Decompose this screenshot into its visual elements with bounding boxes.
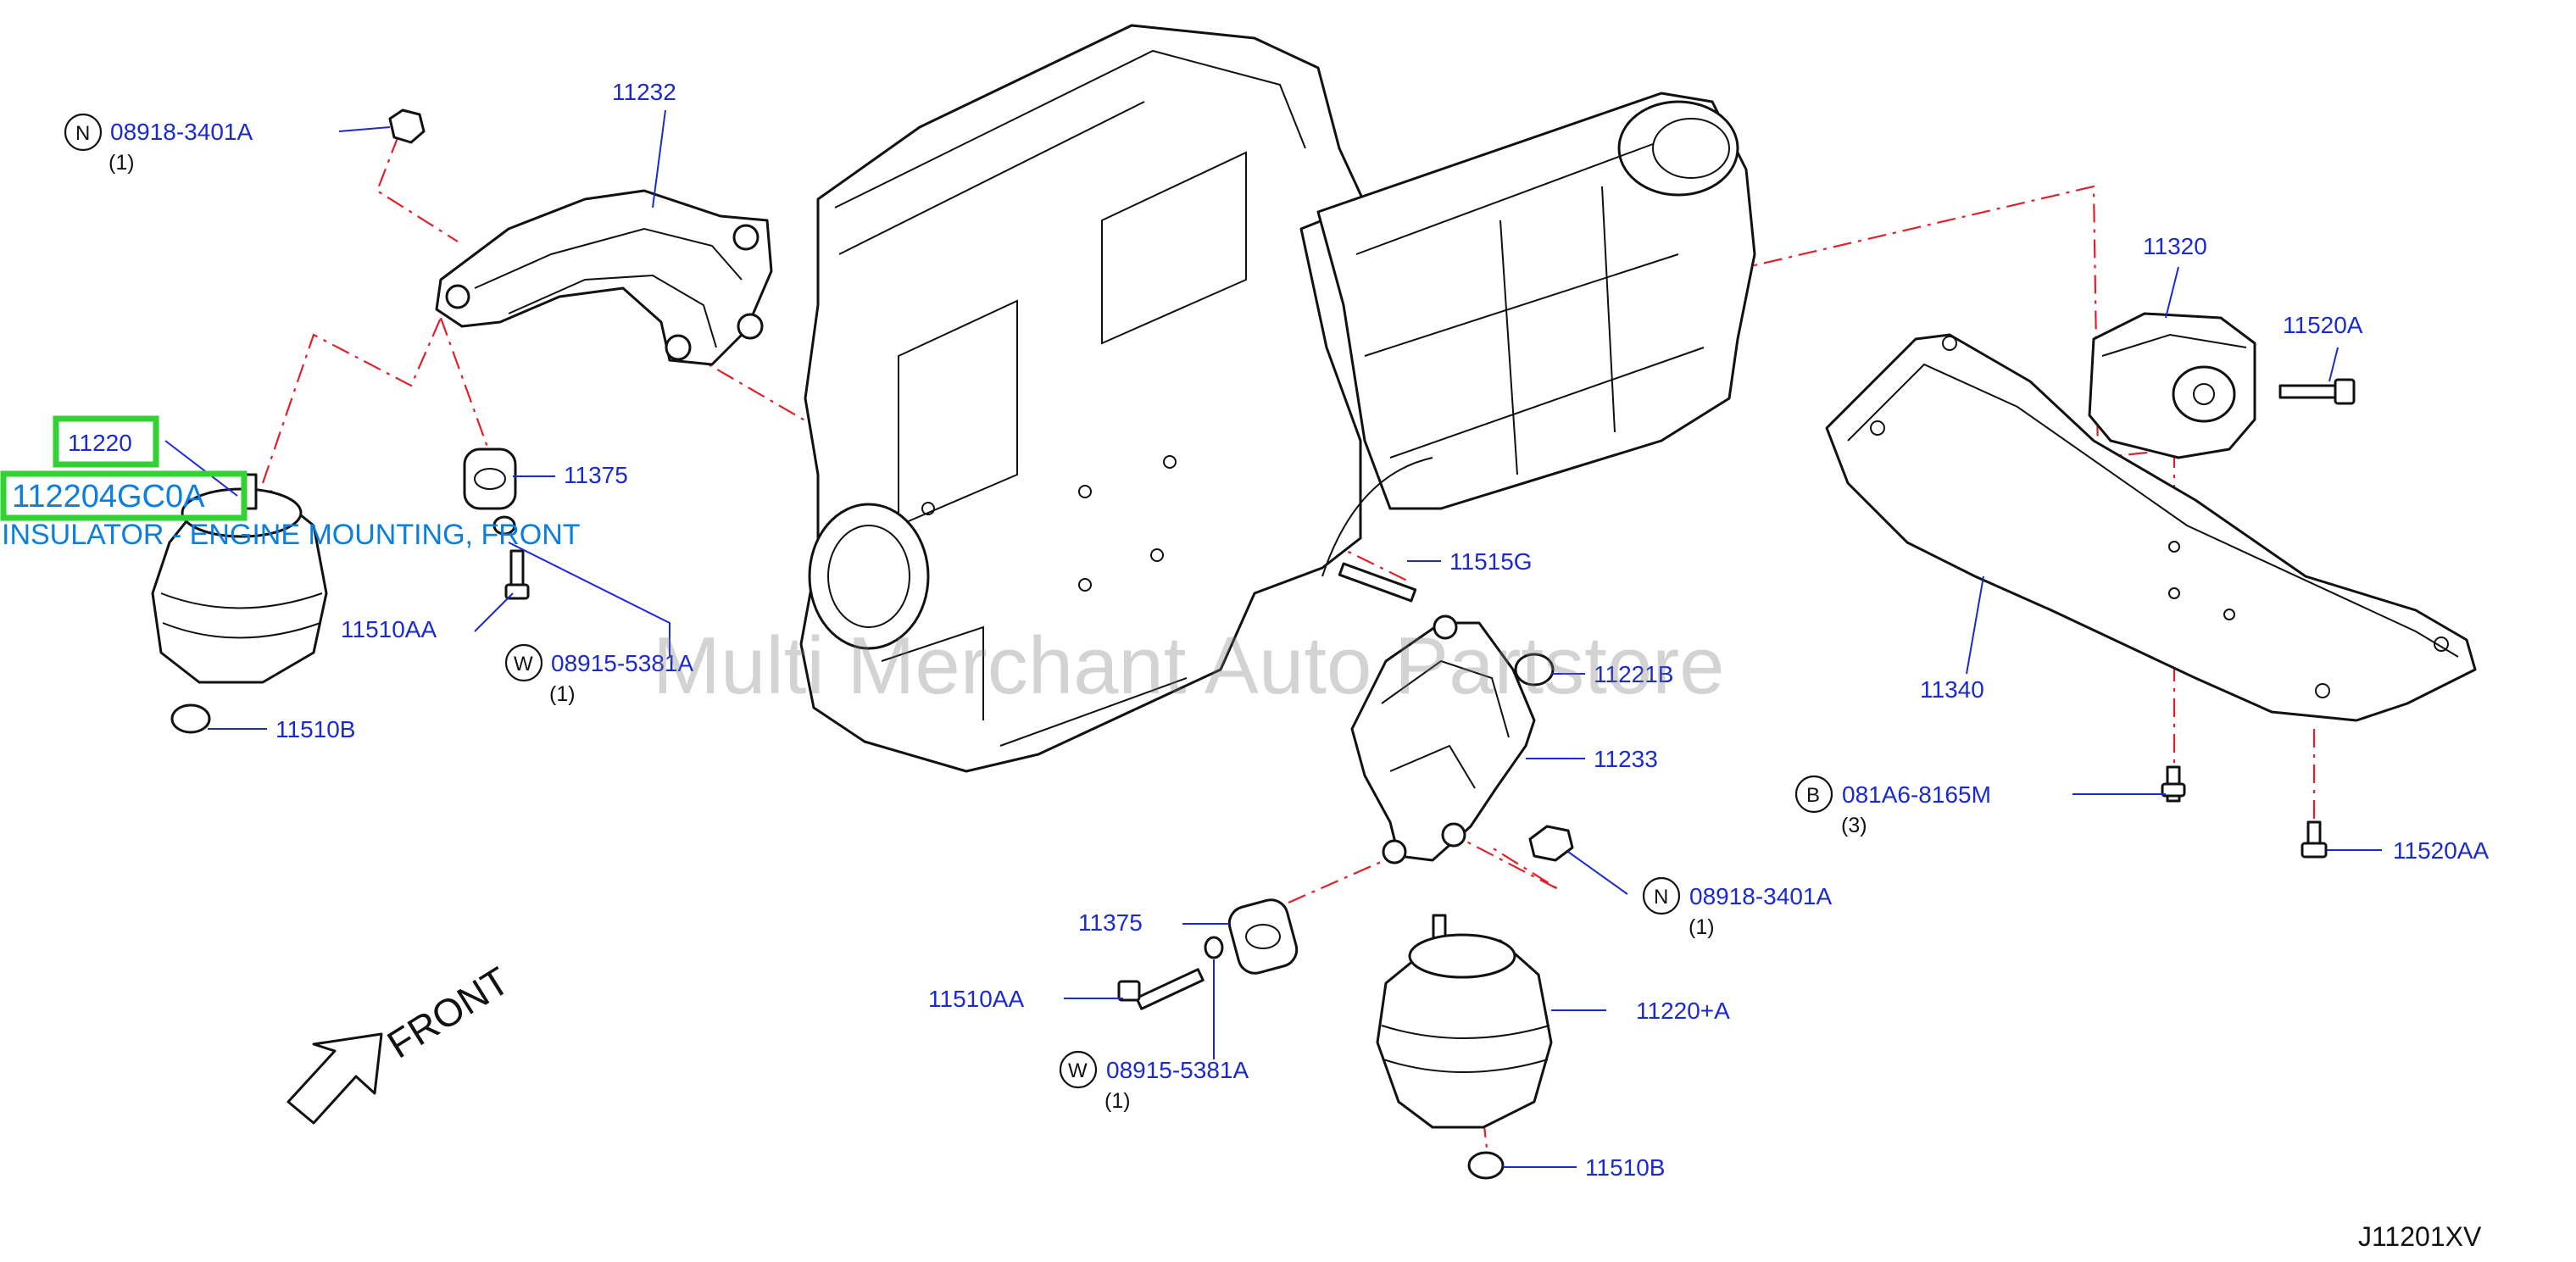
svg-text:W: W <box>1068 1059 1088 1082</box>
svg-text:(3): (3) <box>1841 814 1867 837</box>
bushing-left <box>463 448 517 510</box>
part-08915-5381A-right[interactable]: 08915-5381A <box>1106 1057 1249 1083</box>
part-08918-3401A-mid[interactable]: 08918-3401A <box>1689 883 1832 909</box>
diagram-code: J11201XV <box>2358 1221 2482 1252</box>
flange-nut-top <box>388 108 426 144</box>
insulator-right <box>1376 914 1553 1129</box>
part-11340[interactable]: 11340 <box>1920 676 1984 703</box>
highlight-box-part-number <box>0 470 248 521</box>
svg-text:(1): (1) <box>108 151 135 175</box>
part-081A6-8165M[interactable]: 081A6-8165M <box>1842 781 1991 808</box>
small-parts <box>170 108 2356 1180</box>
part-11520AA[interactable]: 11520AA <box>2393 837 2489 864</box>
svg-text:(1): (1) <box>1689 915 1715 939</box>
rear-mount <box>2088 312 2256 459</box>
part-11520A[interactable]: 11520A <box>2283 312 2363 338</box>
part-11221B[interactable]: 11221B <box>1594 661 1673 687</box>
svg-text:N: N <box>75 122 90 145</box>
svg-text:(1): (1) <box>1104 1089 1131 1113</box>
highlight-box-ref <box>53 415 159 468</box>
part-11510B-left[interactable]: 11510B <box>275 716 355 742</box>
part-11375-left[interactable]: 11375 <box>564 462 628 488</box>
n-badge-top <box>64 113 103 152</box>
highlight-ref[interactable]: 11220 <box>68 430 132 456</box>
part-11220-A[interactable]: 11220+A <box>1636 998 1730 1024</box>
svg-text:W: W <box>514 653 533 675</box>
part-08915-5381A-left[interactable]: 08915-5381A <box>551 650 693 676</box>
part-11515G[interactable]: 11515G <box>1449 548 1533 575</box>
engine-bracket-right <box>1350 614 1536 864</box>
leader-lines <box>164 109 2382 1168</box>
engine-bracket-left <box>435 189 773 366</box>
part-11320[interactable]: 11320 <box>2143 233 2207 259</box>
part-11510AA-left[interactable]: 11510AA <box>341 616 437 642</box>
engine-block <box>799 24 1366 773</box>
highlight-description: INSULATOR - ENGINE MOUNTING, FRONT <box>2 519 581 551</box>
part-11510AA-right[interactable]: 11510AA <box>928 986 1024 1012</box>
part-11233[interactable]: 11233 <box>1594 746 1658 772</box>
highlight-part-number[interactable]: 112204GC0A <box>12 479 205 514</box>
part-11375-right[interactable]: 11375 <box>1078 909 1143 936</box>
svg-text:B: B <box>1806 784 1820 807</box>
svg-text:(1): (1) <box>549 682 576 706</box>
watermark: Multi Merchant Auto Partstore <box>653 620 1725 711</box>
part-11232[interactable]: 11232 <box>612 79 676 105</box>
front-arrow-icon <box>287 1032 383 1125</box>
svg-text:N: N <box>1654 886 1668 909</box>
transmission <box>1316 92 1756 577</box>
highlighted-part: 11220 112204GC0A INSULATOR - ENGINE MOUN… <box>0 415 581 551</box>
part-11510B-bottom[interactable]: 11510B <box>1585 1154 1665 1181</box>
front-label: FRONT <box>380 958 517 1066</box>
crossmember <box>1825 333 2477 722</box>
callout-labels: N 08918-3401A (1) 11232 11375 11510AA W … <box>64 79 2489 1181</box>
front-arrow: FRONT <box>287 958 517 1125</box>
part-08918-3401A-top[interactable]: 08918-3401A <box>110 119 253 145</box>
